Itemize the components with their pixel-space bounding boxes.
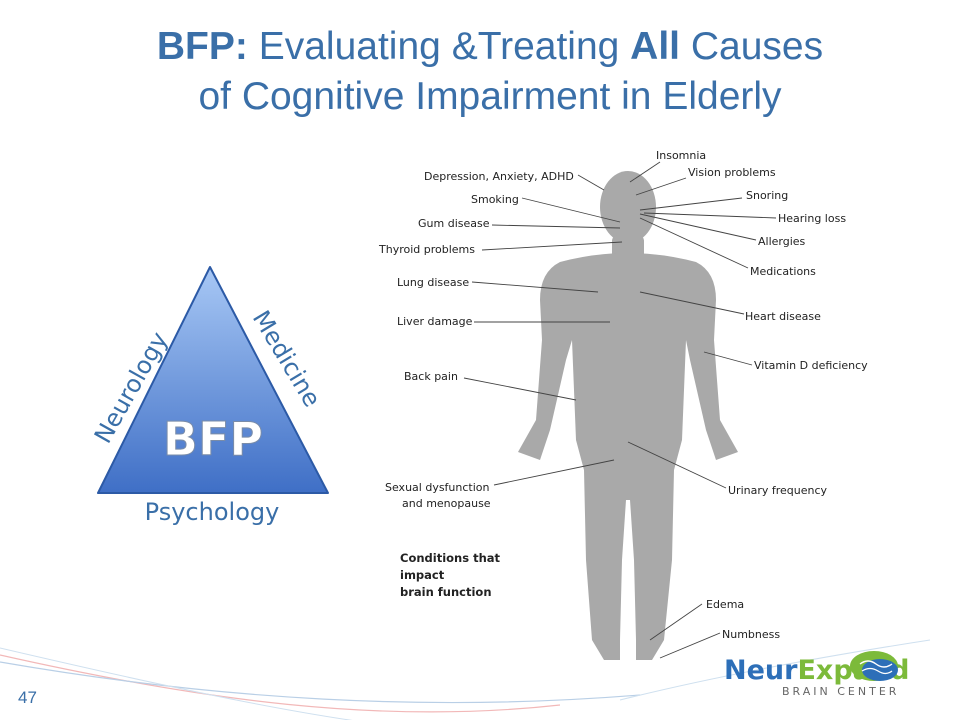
logo-neur: Neur [724,655,798,686]
label-heart-disease: Heart disease [745,310,821,323]
triangle-shape [97,266,329,494]
leader-lines [463,161,777,659]
triangle-bottom-label: Psychology [145,498,280,526]
label-lung-disease: Lung disease [397,276,469,289]
label-smoking: Smoking [471,193,519,206]
label-insomnia: Insomnia [656,149,706,162]
triangle-center-label: BFP [163,412,263,466]
condition-labels: Insomnia Depression, Anxiety, ADHD Visio… [378,149,868,641]
label-urinary: Urinary frequency [728,484,828,497]
title-line-1: BFP: Evaluating &Treating All Causes [60,22,920,72]
title-causes: Causes [680,25,824,68]
title-text: Evaluating &Treating [247,25,631,68]
label-vision: Vision problems [688,166,776,179]
label-medications: Medications [750,265,816,278]
diagram-caption: Conditions that impact brain function [400,551,501,599]
logo-tagline: BRAIN CENTER [782,685,899,698]
bfp-triangle-diagram: BFP Neurology Medicine Psychology [89,266,329,526]
label-snoring: Snoring [746,189,788,202]
label-thyroid: Thyroid problems [378,243,475,256]
page-number: 47 [18,688,37,707]
label-edema: Edema [706,598,744,611]
label-gum-disease: Gum disease [418,217,490,230]
caption-line-2: impact [400,568,445,582]
label-allergies: Allergies [758,235,806,248]
label-depression: Depression, Anxiety, ADHD [424,170,574,183]
label-numbness: Numbness [722,628,780,641]
title-all: All [630,25,681,68]
caption-line-1: Conditions that [400,551,501,565]
caption-line-3: brain function [400,585,492,599]
title-line-2: of Cognitive Impairment in Elderly [198,75,782,118]
body-silhouette [518,171,738,660]
label-sexual-dysfunction: Sexual dysfunction [385,481,490,494]
brain-icon [850,651,898,681]
slide-title: BFP: Evaluating &Treating All Causes of … [60,22,920,122]
title-bfp: BFP: [156,25,248,68]
neurexpand-logo: NeurExpand BRAIN CENTER [724,651,909,698]
label-back-pain: Back pain [404,370,458,383]
label-hearing-loss: Hearing loss [778,212,846,225]
label-vitamin-d: Vitamin D deficiency [754,359,868,372]
label-liver-damage: Liver damage [397,315,473,328]
label-menopause: and menopause [402,497,491,510]
